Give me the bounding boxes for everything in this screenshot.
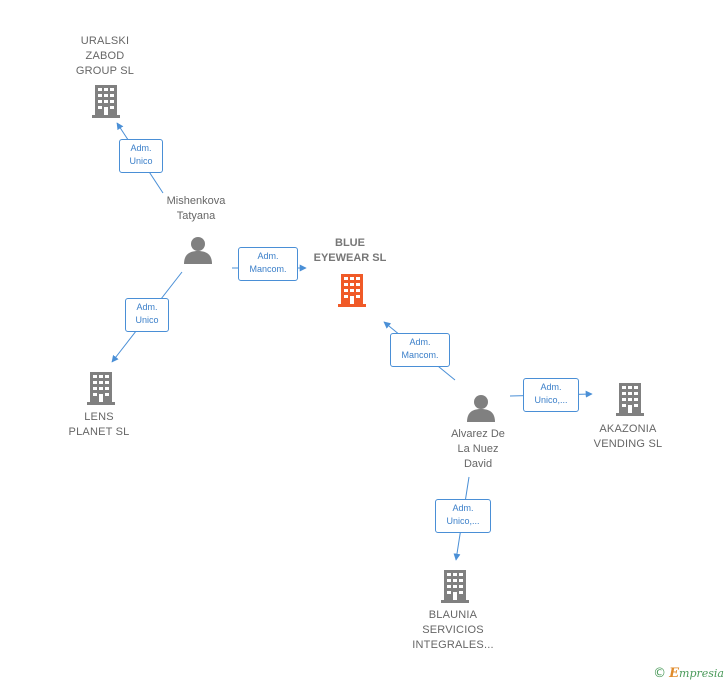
building-icon-central[interactable] <box>338 274 366 307</box>
person-label-mishenkova[interactable]: Mishenkova Tatyana <box>166 195 226 222</box>
copyright-symbol: © <box>653 666 667 681</box>
building-icon[interactable] <box>441 570 469 603</box>
edge-label-mish-blue[interactable]: Adm. Mancom. <box>238 247 298 281</box>
building-icon[interactable] <box>92 85 120 118</box>
building-icon[interactable] <box>87 372 115 405</box>
company-label-akazonia[interactable]: AKAZONIA VENDING SL <box>593 423 663 450</box>
company-label-blue-eyewear[interactable]: BLUE EYEWEAR SL <box>313 237 387 264</box>
company-label-uralski[interactable]: URALSKI ZABOD GROUP SL <box>75 35 135 77</box>
edge-label-mish-lens[interactable]: Adm. Unico <box>125 298 169 332</box>
brand-name: mpresia <box>679 667 724 680</box>
edge-label-alv-blue[interactable]: Adm. Mancom. <box>390 333 450 367</box>
person-icon[interactable] <box>467 395 495 422</box>
brand-initial: E <box>669 666 680 681</box>
person-label-alvarez[interactable]: Alvarez De La Nuez David <box>451 428 505 470</box>
company-label-blaunia[interactable]: BLAUNIA SERVICIOS INTEGRALES... <box>412 609 494 651</box>
empresia-watermark: ©Empresia <box>653 666 724 681</box>
building-icon[interactable] <box>616 383 644 416</box>
company-label-lens-planet[interactable]: LENS PLANET SL <box>68 411 130 438</box>
edge-label-mish-uralski[interactable]: Adm. Unico <box>119 139 163 173</box>
edge-label-alv-blaunia[interactable]: Adm. Unico,... <box>435 499 491 533</box>
person-icon[interactable] <box>184 237 212 264</box>
edge-label-alv-akazonia[interactable]: Adm. Unico,... <box>523 378 579 412</box>
